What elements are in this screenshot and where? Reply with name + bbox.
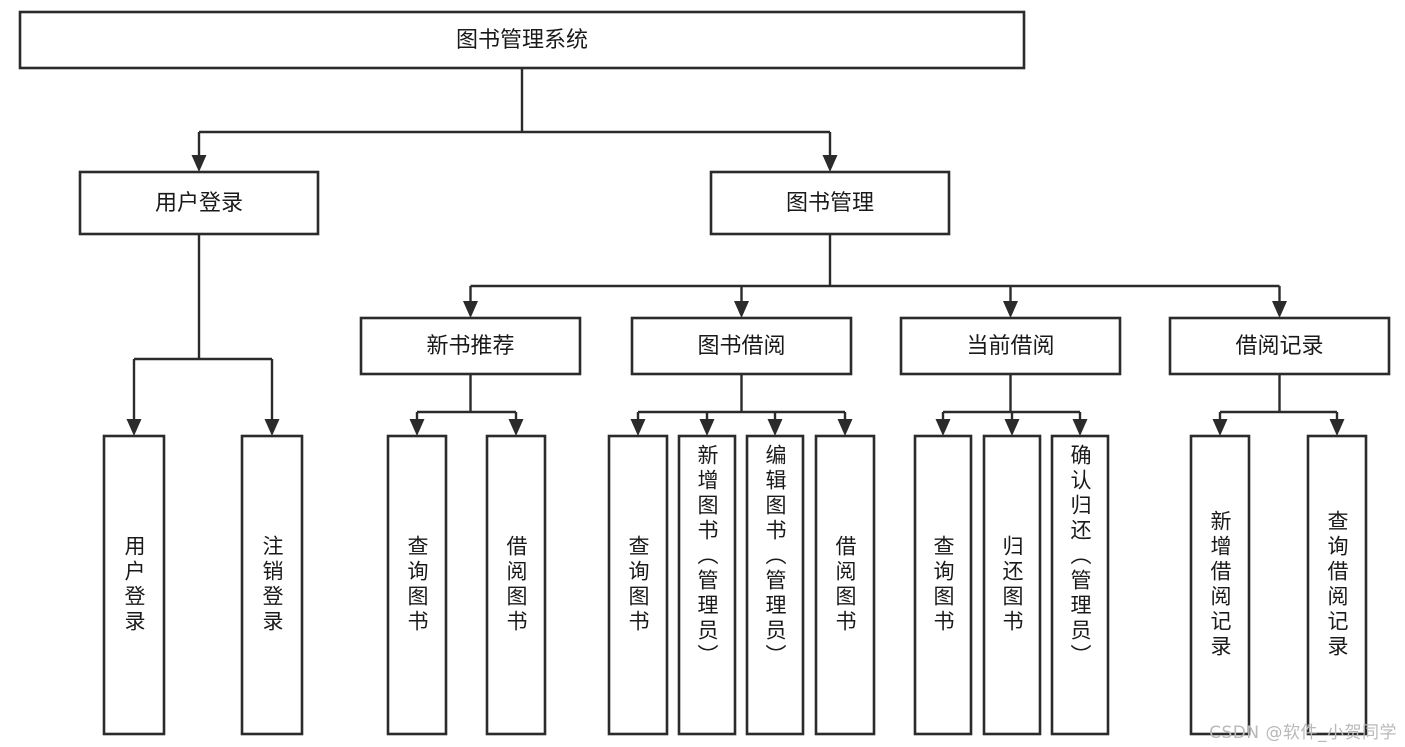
arrow-head-icon — [126, 419, 142, 436]
node-l2-1-child-1-child-0[interactable] — [607, 434, 669, 736]
node-l2-1-child-2-child-0[interactable] — [913, 434, 973, 736]
arrow-head-icon — [264, 419, 280, 436]
node-l2-1-child-0-child-0[interactable] — [386, 434, 448, 736]
node-l2-1-child-2[interactable] — [899, 316, 1122, 376]
arrow-head-icon — [935, 419, 951, 436]
arrow-head-icon — [734, 301, 749, 318]
node-label: 新书推荐 — [426, 334, 514, 359]
arrow-head-icon — [409, 419, 425, 436]
arrow-head-icon — [1003, 301, 1018, 318]
node-l2-1-child-3[interactable] — [1168, 316, 1391, 376]
node-l2-1-child-1-child-2[interactable] — [745, 434, 805, 736]
arrow-head-icon — [1272, 301, 1287, 318]
node-l2-1-child-3-child-0[interactable] — [1189, 434, 1251, 736]
arrow-head-icon — [767, 419, 783, 436]
connectors-layer — [126, 68, 1345, 436]
node-label: 当前借阅 — [966, 334, 1054, 359]
arrow-head-icon — [508, 419, 524, 436]
boxes-layer — [18, 10, 1391, 736]
node-l2-1[interactable] — [709, 170, 951, 236]
arrow-head-icon — [1329, 419, 1345, 436]
node-l2-0[interactable] — [78, 170, 320, 236]
node-label: 图书管理 — [786, 191, 874, 216]
arrow-head-icon — [191, 155, 207, 172]
watermark-text: CSDN @软件_小贺同学 — [1209, 723, 1397, 743]
arrow-head-icon — [837, 419, 853, 436]
arrow-head-icon — [699, 419, 715, 436]
node-l2-1-child-2-child-1[interactable] — [982, 434, 1042, 736]
arrow-head-icon — [630, 419, 646, 436]
node-l2-1-child-0-child-1[interactable] — [485, 434, 547, 736]
arrow-head-icon — [822, 155, 838, 172]
node-l2-1-child-0[interactable] — [359, 316, 582, 376]
node-l2-0-child-0[interactable] — [102, 434, 166, 736]
arrow-head-icon — [463, 301, 478, 318]
node-l2-1-child-1[interactable] — [630, 316, 853, 376]
arrow-head-icon — [1004, 419, 1020, 436]
node-l2-0-child-1[interactable] — [240, 434, 304, 736]
node-label: 图书借阅 — [697, 334, 785, 359]
node-l2-1-child-3-child-1[interactable] — [1306, 434, 1368, 736]
arrow-head-icon — [1072, 419, 1088, 436]
node-label: 图书管理系统 — [456, 28, 588, 53]
node-root[interactable] — [18, 10, 1026, 70]
node-l2-1-child-1-child-1[interactable] — [677, 434, 737, 736]
node-label: 借阅记录 — [1235, 334, 1323, 359]
node-l2-1-child-1-child-3[interactable] — [814, 434, 876, 736]
node-l2-1-child-2-child-2[interactable] — [1050, 434, 1110, 736]
node-label: 用户登录 — [155, 191, 243, 216]
arrow-head-icon — [1212, 419, 1228, 436]
